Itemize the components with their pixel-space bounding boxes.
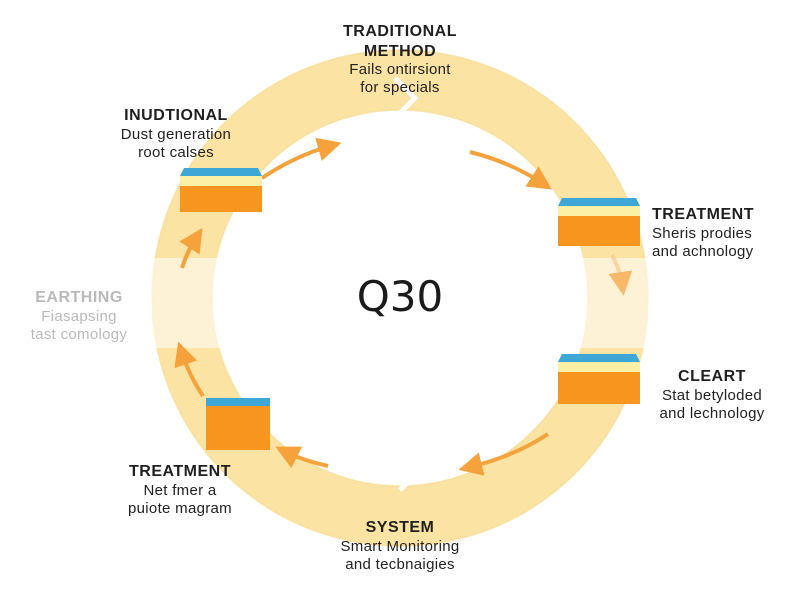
- node-title: TRADITIONAL METHOD: [343, 23, 457, 60]
- ring-chevron-bottom: [398, 448, 424, 492]
- ring-chevron-top: [393, 76, 419, 120]
- node-title: INUDTIONAL: [124, 107, 228, 124]
- node-description: Sheris prodies and achnology: [652, 224, 754, 260]
- cube-icon-right-upper: [558, 198, 640, 246]
- node-title: CLEART: [678, 368, 746, 385]
- node-title: SYSTEM: [365, 519, 435, 536]
- node-cleart: CLEART Stat betyloded and lechnology: [628, 367, 796, 423]
- cube-icon-upper-left: [180, 168, 262, 212]
- node-earthing: EARTHING Fiasapsing tast comology: [4, 288, 154, 344]
- cube-icon-right-lower: [558, 354, 640, 404]
- node-description: Fails ontirsiont for specials: [349, 61, 451, 97]
- flow-arrow-lower-right: [458, 432, 550, 476]
- flow-arrow-right: [608, 254, 633, 296]
- node-treatment-left: TREATMENT Net fmer a puiote magram: [92, 462, 268, 518]
- node-system: SYSTEM Smart Monitoring and tecbnaigies: [298, 518, 502, 574]
- node-description: Net fmer a puiote magram: [128, 481, 232, 517]
- node-treatment-right: TREATMENT Sheris prodies and achnology: [652, 205, 798, 261]
- center-label: Q30: [356, 272, 444, 321]
- flow-arrow-left: [174, 341, 205, 398]
- flow-arrow-upper-right: [469, 150, 553, 190]
- node-description: Smart Monitoring and tecbnaigies: [340, 537, 460, 573]
- flow-arrow-upper-left: [260, 137, 342, 180]
- node-description: Fiasapsing tast comology: [30, 307, 128, 343]
- cube-icon-lower-left: [206, 398, 270, 450]
- node-title: TREATMENT: [129, 463, 231, 480]
- node-description: Stat betyloded and lechnology: [659, 386, 765, 422]
- flow-arrow-bottom-left: [275, 446, 329, 469]
- node-inudtional: INUDTIONAL Dust generation root calses: [86, 106, 266, 162]
- flow-arrow-left-upper: [179, 227, 203, 269]
- node-title: EARTHING: [35, 289, 123, 306]
- node-description: Dust generation root calses: [120, 125, 232, 161]
- node-title: TREATMENT: [652, 206, 754, 223]
- node-traditional-method: TRADITIONAL METHOD Fails ontirsiont for …: [300, 22, 500, 98]
- faded-band: [140, 258, 660, 348]
